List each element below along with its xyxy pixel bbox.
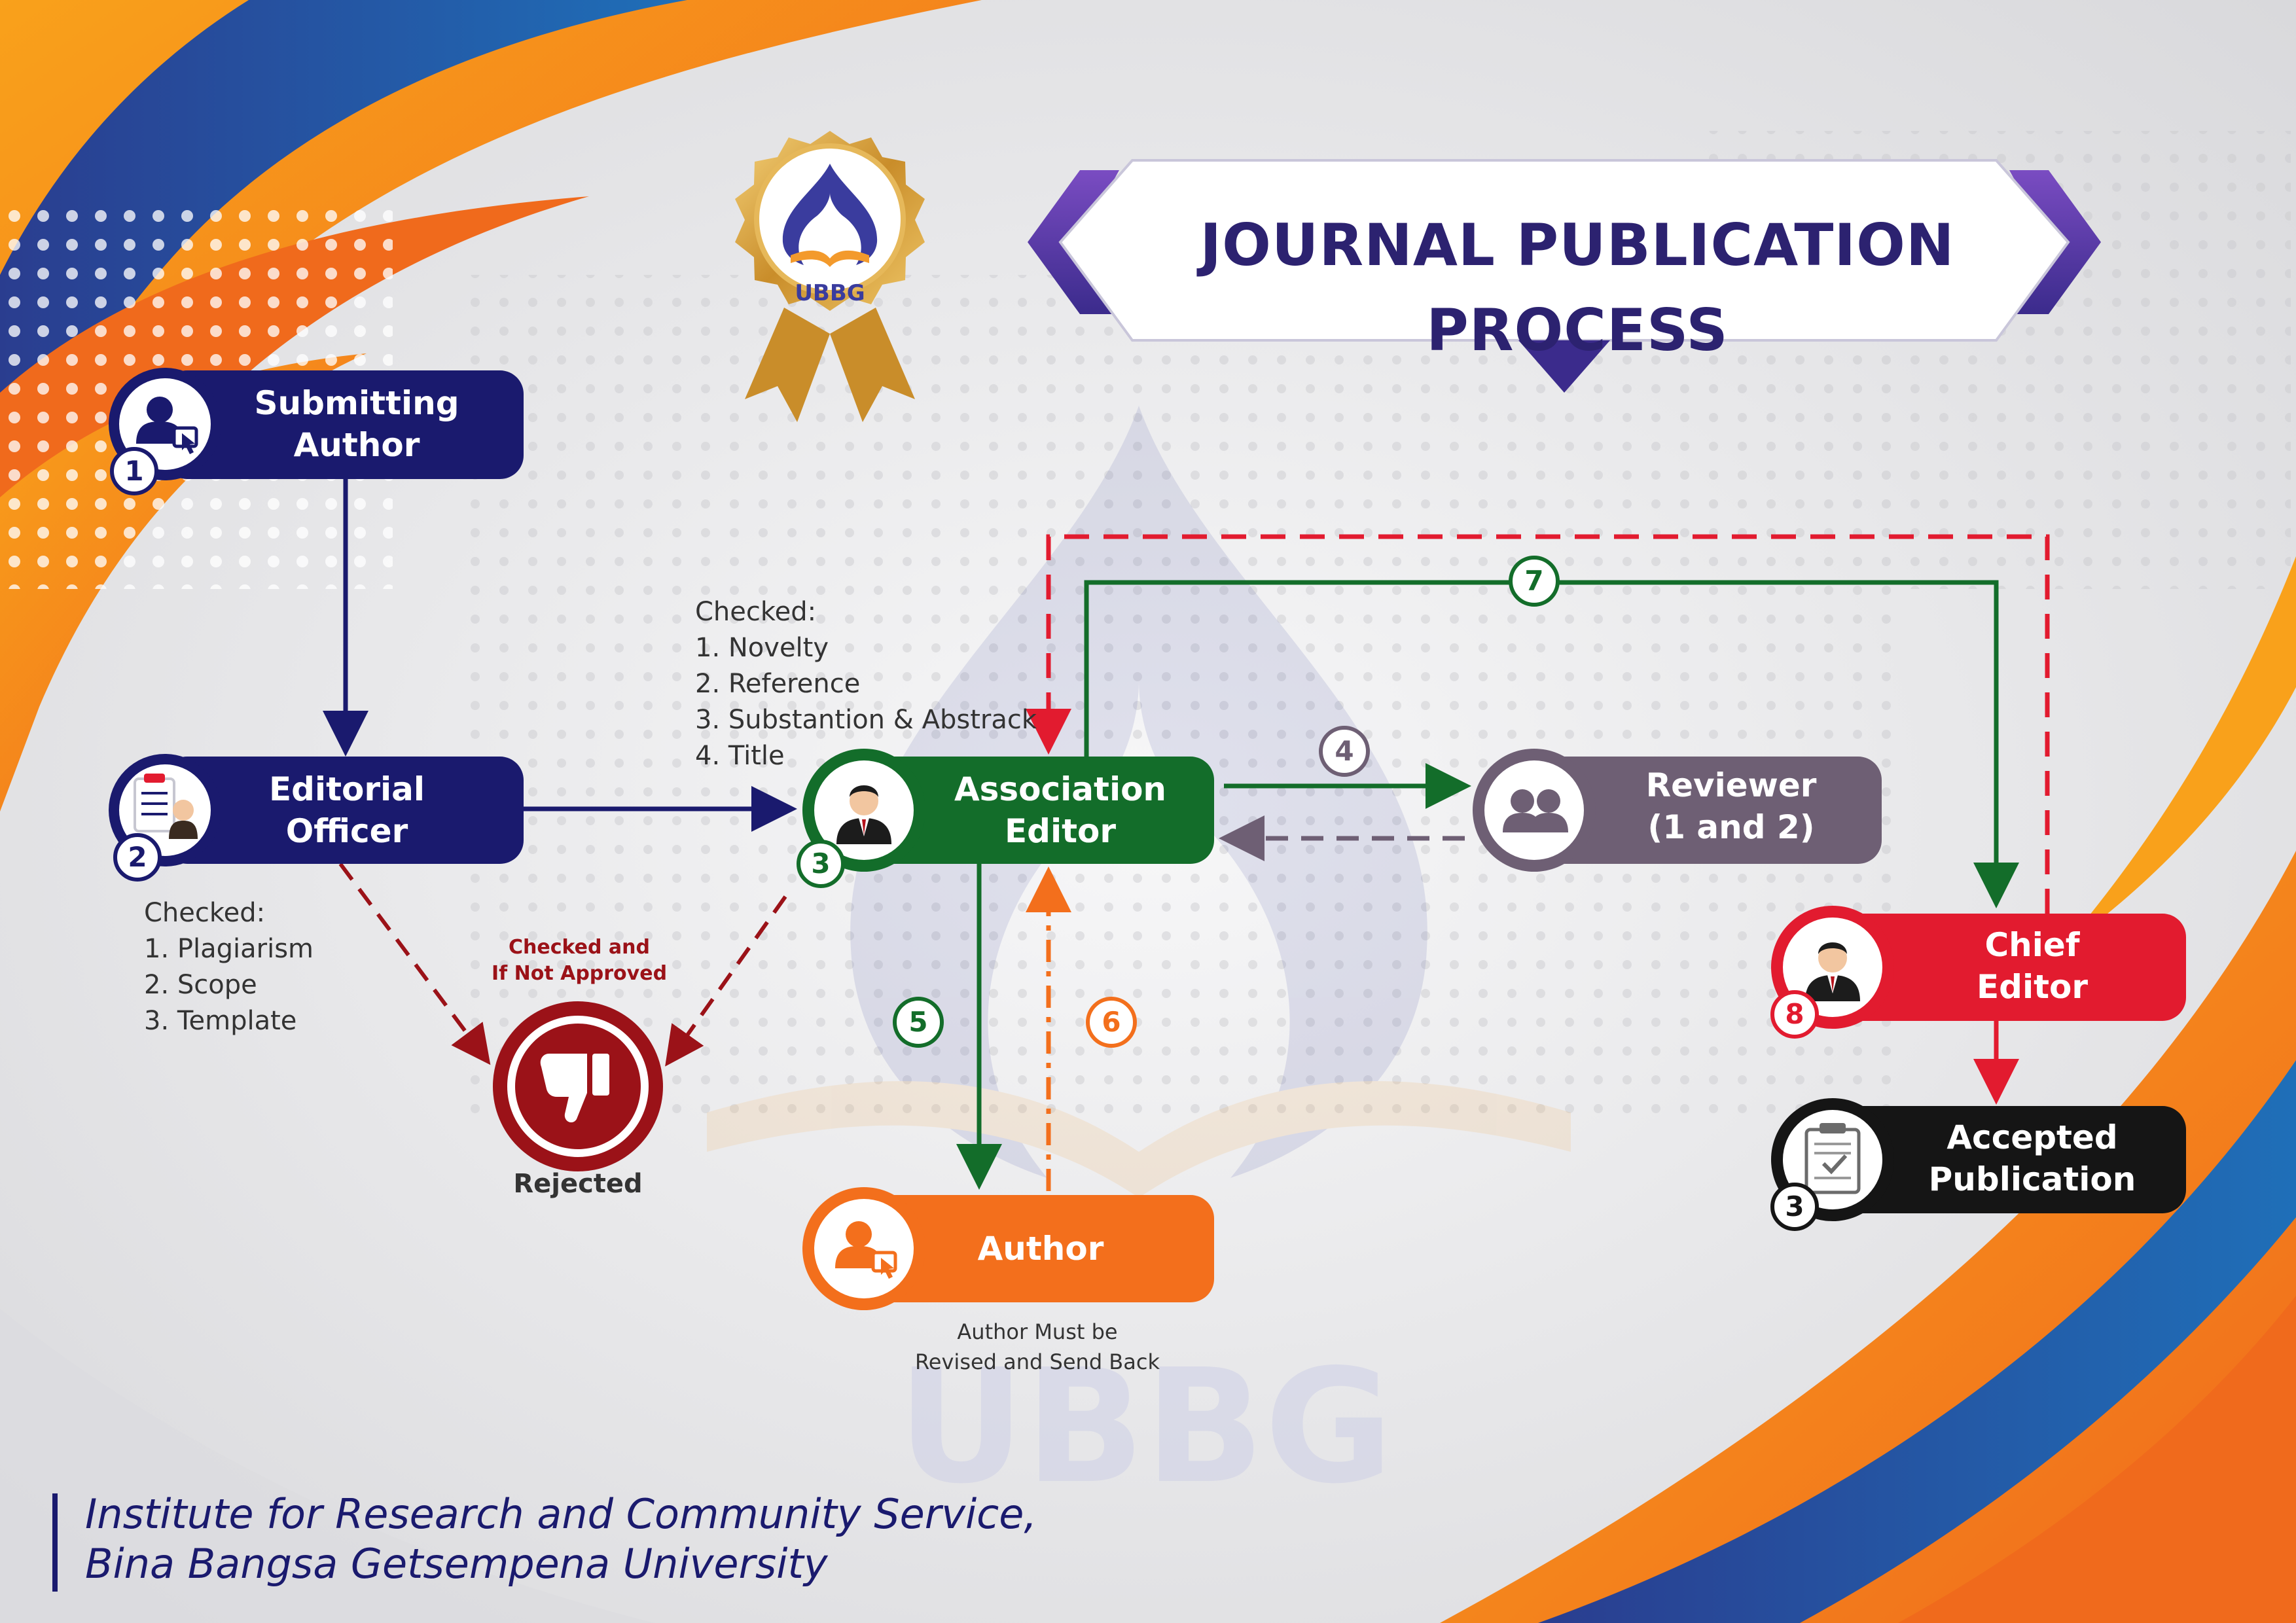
step-badge-6: 6: [1102, 1006, 1121, 1038]
node-label-line: Author: [977, 1230, 1104, 1268]
arrow-chief-to-association: [1026, 534, 2050, 914]
step-badge-2: 2: [128, 841, 147, 873]
note-line: 3. Substantion & Abstrack: [695, 705, 1037, 735]
clipboard-check-icon: [1804, 1123, 1861, 1194]
node-label-line: Accepted: [1946, 1118, 2118, 1156]
watermark-text: UBBG: [897, 1335, 1393, 1518]
seal-logo-text: UBBG: [795, 280, 865, 306]
node-association-editor[interactable]: Association Editor: [929, 768, 1191, 852]
users-group-icon: [1503, 789, 1568, 832]
association-checks-note: Checked: 1. Novelty 2. Reference 3. Subs…: [695, 594, 1037, 774]
step-badge-4: 4: [1335, 735, 1354, 767]
node-label-line: Editorial: [268, 770, 425, 808]
node-label-line: Association: [954, 770, 1167, 808]
node-author[interactable]: Author: [929, 1228, 1152, 1270]
step-circle-backgrounds: [110, 447, 1819, 1231]
footer-line-2: Bina Bangsa Getsempena University: [85, 1540, 828, 1588]
footer-line-1: Institute for Research and Community Ser…: [85, 1490, 1037, 1538]
page-title: JOURNAL PUBLICATION PROCESS: [1200, 211, 1955, 364]
note-line: 3. Template: [144, 1006, 297, 1036]
ubbg-seal-logo: [735, 131, 925, 422]
note-line: Author Must be: [957, 1319, 1118, 1344]
node-label-line: Chief: [1984, 926, 2080, 964]
arrow-editorial-to-rejected: [338, 863, 491, 1065]
node-shape-reviewer: [1473, 749, 1882, 872]
corner-shade-bottom-left: [0, 1309, 655, 1623]
node-label-line: Submitting: [254, 384, 459, 422]
note-line: 1. Plagiarism: [144, 934, 314, 964]
note-line: Checked and: [509, 936, 650, 959]
step-badge-accepted: 3: [1785, 1190, 1804, 1222]
node-editorial-officer[interactable]: Editorial Officer: [229, 768, 465, 852]
note-line: 1. Novelty: [695, 633, 829, 663]
node-submitting-author[interactable]: Submitting Author: [236, 382, 478, 466]
node-rejected-label: Rejected: [513, 1169, 643, 1199]
user-cursor-icon: [136, 397, 198, 454]
footer-institution: Institute for Research and Community Ser…: [85, 1489, 1037, 1589]
thumbs-down-icon: [540, 1054, 609, 1123]
user-cursor-icon: [835, 1221, 897, 1279]
person-avatar-icon: [836, 785, 891, 844]
step-badge-5: 5: [908, 1006, 928, 1038]
person-avatar-icon: [1805, 942, 1860, 1001]
node-label-line: Author: [293, 426, 420, 464]
node-label-line: Editor: [1977, 968, 2088, 1006]
checklist-person-icon: [134, 774, 198, 839]
reject-condition-note: Checked and If Not Approved: [471, 935, 687, 987]
note-line: If Not Approved: [491, 962, 668, 985]
editorial-checks-note: Checked: 1. Plagiarism 2. Scope 3. Templ…: [144, 895, 314, 1039]
node-chief-editor[interactable]: Chief Editor: [1911, 924, 2153, 1008]
note-line: 4. Title: [695, 741, 785, 771]
corner-swoosh-bottom-right: [1440, 556, 2296, 1623]
footer-accent-bar: [52, 1493, 58, 1592]
note-line: 2. Reference: [695, 669, 861, 699]
node-reviewer[interactable]: Reviewer (1 and 2): [1610, 764, 1852, 848]
node-label-line: Publication: [1928, 1160, 2136, 1198]
note-line: Checked:: [144, 898, 266, 928]
note-line: Checked:: [695, 597, 817, 627]
background-dot-pattern: [458, 131, 2291, 1126]
step-badge-1: 1: [124, 455, 144, 487]
title-banner: [1028, 159, 2101, 393]
node-label-line: (1 and 2): [1647, 808, 1815, 846]
node-label-line: Editor: [1005, 812, 1116, 850]
node-label-line: Reviewer: [1645, 766, 1817, 804]
author-revise-note: Author Must be Revised and Send Back: [897, 1317, 1178, 1377]
node-accepted-publication[interactable]: Accepted Publication: [1911, 1116, 2153, 1200]
note-line: 2. Scope: [144, 970, 257, 1000]
step-badge-8: 8: [1785, 998, 1804, 1030]
step-badge-7: 7: [1524, 565, 1544, 597]
node-label-line: Officer: [285, 812, 408, 850]
step-badge-3: 3: [811, 847, 831, 880]
arrow-association-to-rejected: [665, 895, 787, 1067]
note-line: Revised and Send Back: [915, 1349, 1160, 1374]
